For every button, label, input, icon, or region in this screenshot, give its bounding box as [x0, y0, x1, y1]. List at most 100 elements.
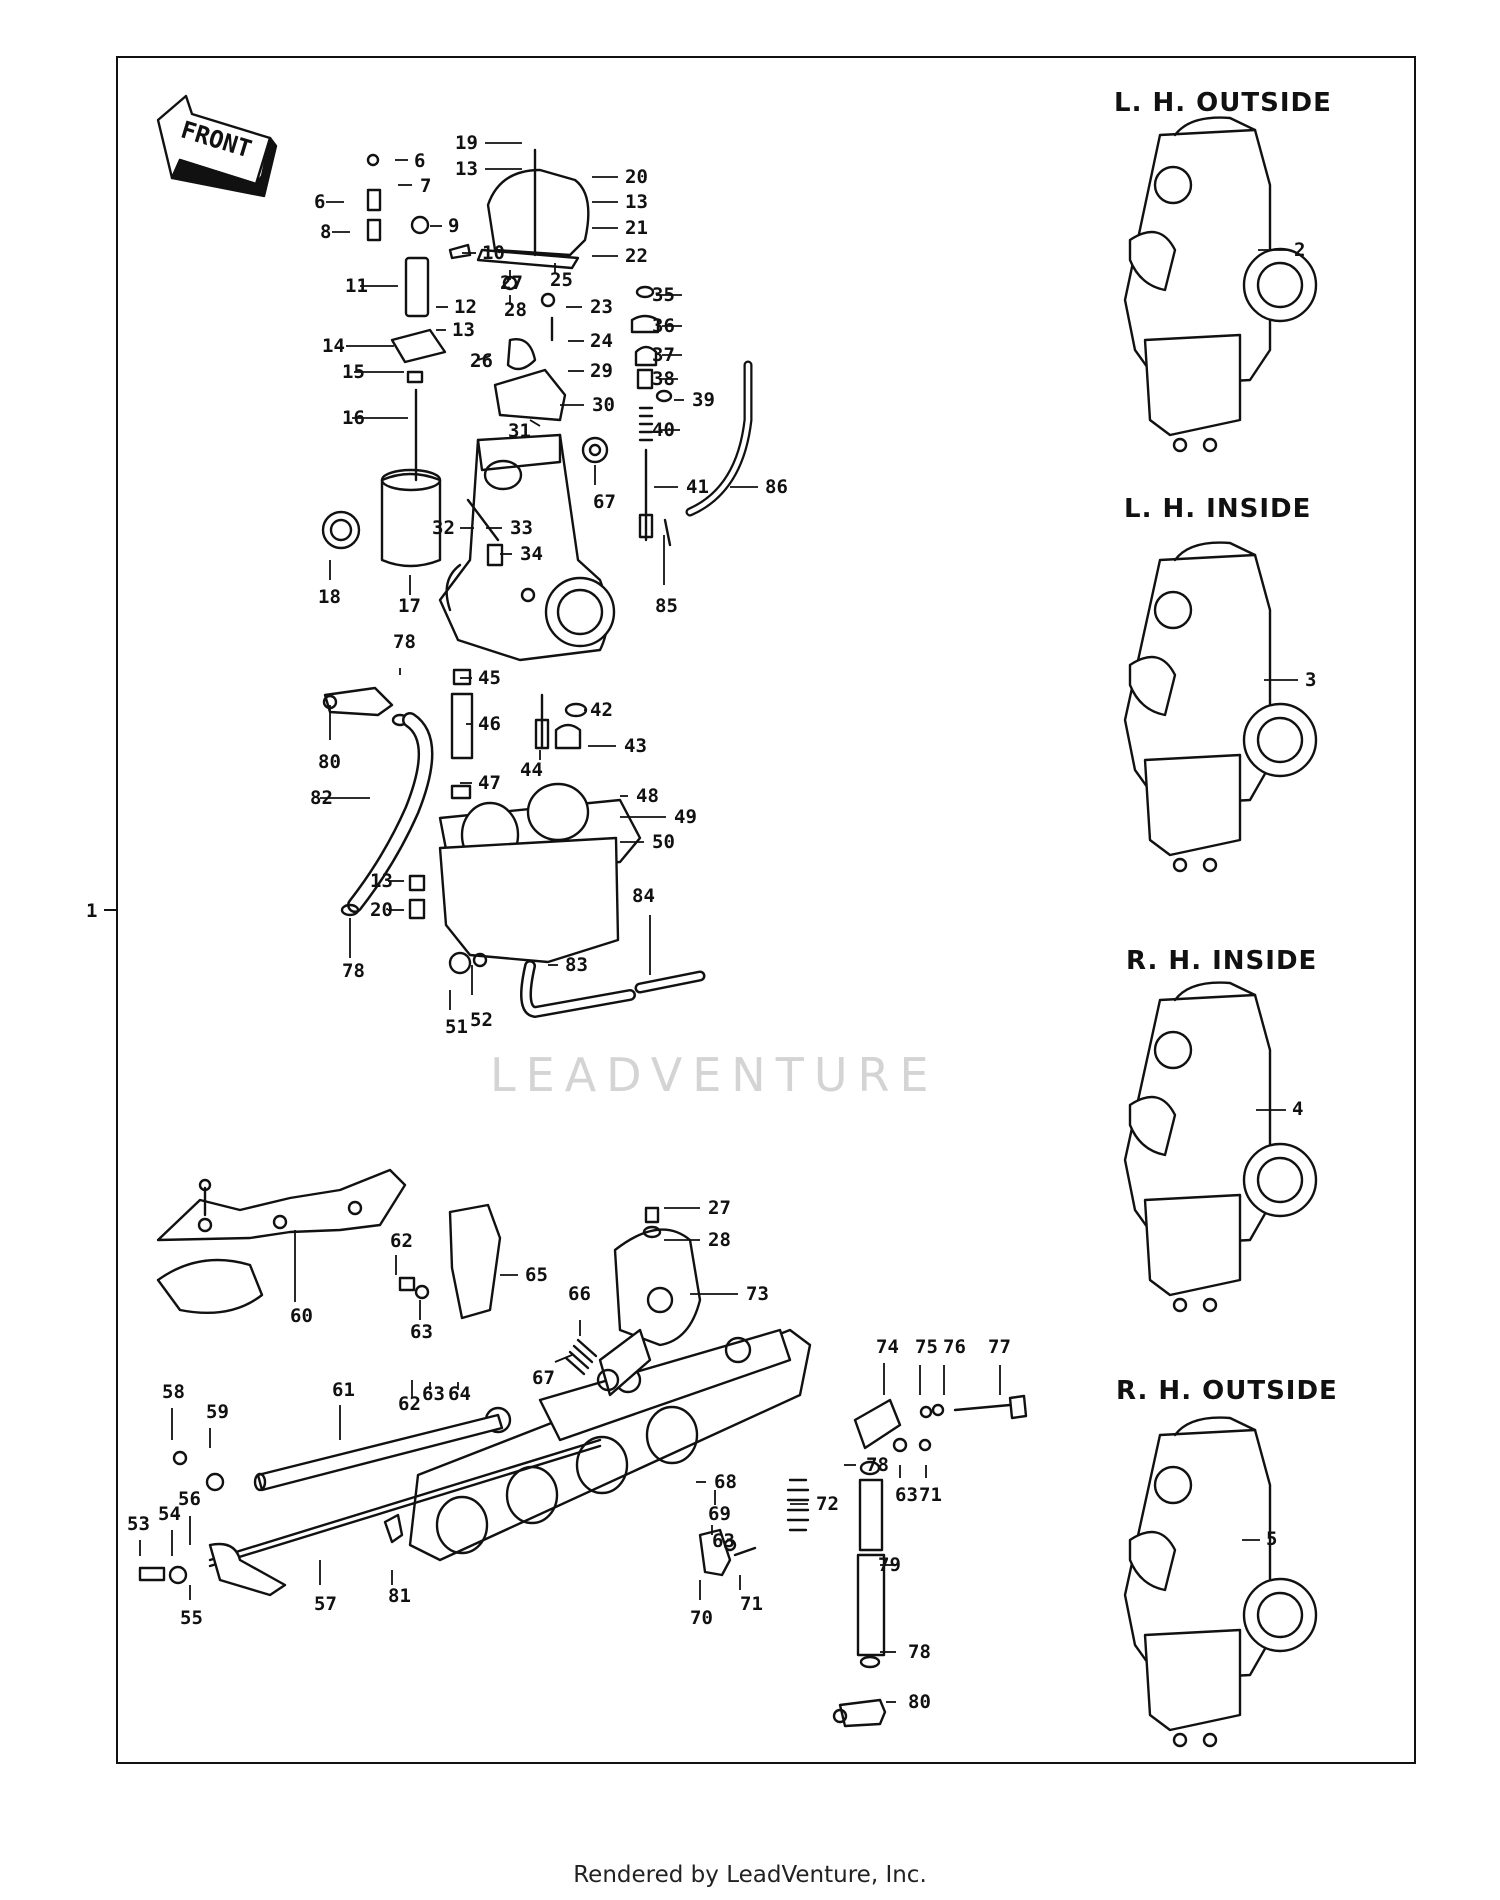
callout-number: 37 — [652, 344, 675, 366]
callout-number: 31 — [508, 420, 531, 442]
callout-number: 19 — [455, 132, 478, 154]
callout-number: 73 — [746, 1283, 769, 1305]
float-valve-42-44 — [534, 693, 588, 750]
callout-number: 8 — [320, 221, 331, 243]
main-jet-45-46 — [450, 668, 474, 760]
callout-number: 25 — [550, 269, 573, 291]
callout-number: 35 — [652, 284, 675, 306]
callout-number: 44 — [520, 759, 543, 781]
callout-number: 23 — [590, 296, 613, 318]
manifold-plate — [408, 1328, 812, 1562]
callout-number: 40 — [652, 419, 675, 441]
callout-number: 32 — [432, 517, 455, 539]
callout-number: 69 — [708, 1503, 731, 1525]
callout-number: 64 — [448, 1383, 471, 1405]
callout-number: 22 — [625, 245, 648, 267]
callout-number: 28 — [504, 299, 527, 321]
callout-number: 26 — [470, 350, 493, 372]
callout-number: 81 — [388, 1585, 411, 1607]
callout-number: 24 — [590, 330, 613, 352]
callout-number: 34 — [520, 543, 543, 565]
pilot-screw-32-34 — [466, 498, 504, 567]
callout-number: 17 — [398, 595, 421, 617]
callout-number: 63 — [895, 1484, 918, 1506]
callout-number: 62 — [390, 1230, 413, 1252]
callout-number: 16 — [342, 407, 365, 429]
callout-number: 63 — [410, 1321, 433, 1343]
cable-holder-11-14 — [366, 153, 472, 364]
callout-number: 53 — [127, 1513, 150, 1535]
callout-number: 62 — [398, 1393, 421, 1415]
callout-number: 84 — [632, 885, 655, 907]
callout-number: 9 — [448, 215, 459, 237]
callout-number: 27 — [500, 272, 523, 294]
tube-86 — [663, 360, 753, 547]
leadventure-watermark: LEADVENTURE — [490, 1048, 939, 1102]
callout-number: 20 — [370, 899, 393, 921]
callout-number: 6 — [414, 150, 425, 172]
choke-lever-30 — [493, 275, 567, 422]
callout-number: 71 — [740, 1593, 763, 1615]
carb-top-cover — [476, 148, 590, 270]
carb-main-body — [438, 433, 616, 662]
carb-view-rh-inside — [1123, 981, 1318, 1313]
callout-number: 63 — [422, 1383, 445, 1405]
callout-number: 59 — [206, 1401, 229, 1423]
callout-number: 75 — [915, 1336, 938, 1358]
callout-number: 41 — [686, 476, 709, 498]
callout-leader-line — [554, 1354, 573, 1363]
bracket-70-72 — [698, 1478, 810, 1577]
callout-number: 13 — [625, 191, 648, 213]
callout-number: 7 — [420, 175, 431, 197]
callout-number: 63 — [712, 1530, 735, 1552]
callout-number: 29 — [590, 360, 613, 382]
fitting-80-78 — [322, 686, 409, 727]
callout-number: 74 — [876, 1336, 899, 1358]
callout-number: 50 — [652, 831, 675, 853]
callout-number: 49 — [674, 806, 697, 828]
carb-view-lh-outside — [1123, 116, 1318, 453]
callout-number: 13 — [452, 319, 475, 341]
callout-number: 55 — [180, 1607, 203, 1629]
callout-number: 66 — [568, 1283, 591, 1305]
callout-number: 57 — [314, 1593, 337, 1615]
lever-74-77 — [853, 1394, 1028, 1476]
callout-number: 86 — [765, 476, 788, 498]
assembly-ref-label: 1 — [86, 900, 97, 922]
bracket-65 — [398, 1203, 502, 1320]
callout-number: 83 — [565, 954, 588, 976]
view-title-lh-inside: L. H. INSIDE — [1124, 494, 1312, 524]
callout-number: 52 — [470, 1009, 493, 1031]
callout-number: 61 — [332, 1379, 355, 1401]
callout-number: 54 — [158, 1503, 181, 1525]
jet-needle-16 — [406, 370, 424, 482]
carb-view-lh-inside — [1123, 541, 1318, 873]
cap-67 — [581, 436, 609, 464]
callout-number: 78 — [342, 960, 365, 982]
gasket-plate-60 — [156, 1168, 407, 1315]
callout-number: 48 — [636, 785, 659, 807]
callout-number: 77 — [988, 1336, 1011, 1358]
callout-number: 36 — [652, 315, 675, 337]
callout-number: 71 — [919, 1484, 942, 1506]
float-bowl — [408, 836, 706, 1018]
callout-number: 38 — [652, 368, 675, 390]
throttle-valve-17 — [380, 468, 442, 568]
view-title-rh-inside: R. H. INSIDE — [1126, 946, 1318, 976]
callout-number: 80 — [908, 1691, 931, 1713]
callout-number: 20 — [625, 166, 648, 188]
idle-screw-35-41 — [630, 285, 673, 542]
callout-number: 58 — [162, 1381, 185, 1403]
callout-number: 13 — [455, 158, 478, 180]
callout-number: 78 — [866, 1454, 889, 1476]
view-title-lh-outside: L. H. OUTSIDE — [1114, 88, 1332, 118]
cap-18 — [321, 510, 361, 550]
callout-number: 67 — [532, 1367, 555, 1389]
callout-number: 51 — [445, 1016, 468, 1038]
callout-number: 76 — [943, 1336, 966, 1358]
callout-number: 67 — [593, 491, 616, 513]
callout-number: 56 — [178, 1488, 201, 1510]
